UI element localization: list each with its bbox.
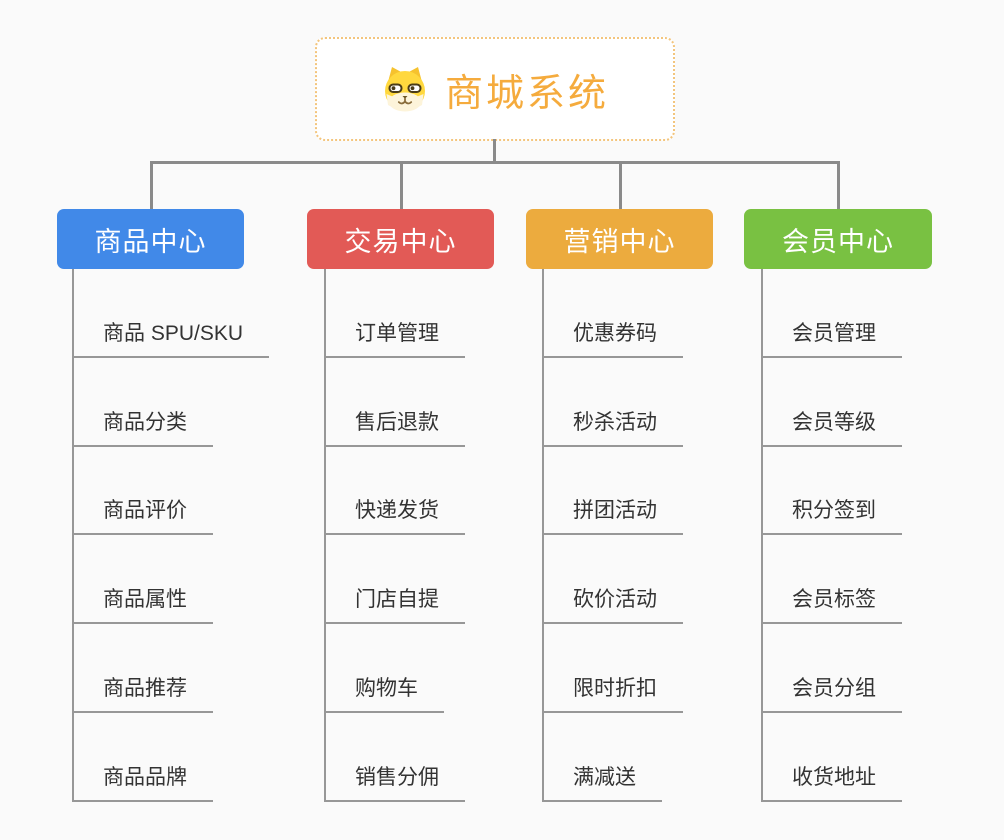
leaf-node[interactable]: 秒杀活动 bbox=[542, 410, 683, 447]
leaf-node[interactable]: 砍价活动 bbox=[542, 587, 683, 624]
leaf-node[interactable]: 售后退款 bbox=[324, 410, 465, 447]
leaf-node[interactable]: 收货地址 bbox=[761, 765, 902, 802]
connector-trunk bbox=[150, 161, 840, 164]
leaf-node[interactable]: 拼团活动 bbox=[542, 498, 683, 535]
leaf-node[interactable]: 会员管理 bbox=[761, 321, 902, 358]
leaf-column-member-center: 会员管理 会员等级 积分签到 会员标签 会员分组 收货地址 bbox=[761, 269, 991, 802]
leaf-node[interactable]: 优惠券码 bbox=[542, 321, 683, 358]
leaf-node[interactable]: 订单管理 bbox=[324, 321, 465, 358]
root-node-title: 商城系统 bbox=[444, 72, 609, 115]
leaf-column-product-center: 商品 SPU/SKU 商品分类 商品评价 商品属性 商品推荐 商品品牌 bbox=[72, 269, 302, 802]
branch-node-trade-center[interactable]: 交易中心 bbox=[307, 209, 494, 269]
leaf-node[interactable]: 商品评价 bbox=[72, 498, 213, 535]
leaf-node[interactable]: 快递发货 bbox=[324, 498, 465, 535]
leaf-node[interactable]: 商品分类 bbox=[72, 410, 213, 447]
leaf-node[interactable]: 限时折扣 bbox=[542, 676, 683, 713]
dog-face-icon bbox=[384, 67, 425, 112]
connector-drop-trade bbox=[400, 163, 403, 209]
connector-drop-members bbox=[837, 163, 840, 209]
connector-drop-products bbox=[150, 163, 153, 209]
leaf-node[interactable]: 满减送 bbox=[542, 765, 662, 802]
leaf-node[interactable]: 购物车 bbox=[324, 676, 444, 713]
leaf-column-marketing-center: 优惠券码 秒杀活动 拼团活动 砍价活动 限时折扣 满减送 bbox=[542, 269, 772, 802]
leaf-node[interactable]: 商品品牌 bbox=[72, 765, 213, 802]
branch-node-marketing-center[interactable]: 营销中心 bbox=[526, 209, 713, 269]
branch-node-member-center[interactable]: 会员中心 bbox=[744, 209, 932, 269]
leaf-node[interactable]: 会员等级 bbox=[761, 410, 902, 447]
leaf-node[interactable]: 销售分佣 bbox=[324, 765, 465, 802]
connector-root-stub bbox=[493, 139, 496, 162]
root-node[interactable]: 商城系统 bbox=[315, 37, 675, 141]
leaf-node[interactable]: 商品 SPU/SKU bbox=[72, 321, 270, 358]
leaf-node[interactable]: 会员标签 bbox=[761, 587, 902, 624]
leaf-node[interactable]: 商品属性 bbox=[72, 587, 213, 624]
leaf-node[interactable]: 积分签到 bbox=[761, 498, 902, 535]
leaf-node[interactable]: 门店自提 bbox=[324, 587, 465, 624]
connector-drop-marketing bbox=[619, 163, 622, 209]
leaf-node[interactable]: 商品推荐 bbox=[72, 676, 213, 713]
leaf-node[interactable]: 会员分组 bbox=[761, 676, 902, 713]
branch-node-product-center[interactable]: 商品中心 bbox=[57, 209, 244, 269]
leaf-column-trade-center: 订单管理 售后退款 快递发货 门店自提 购物车 销售分佣 bbox=[324, 269, 554, 802]
